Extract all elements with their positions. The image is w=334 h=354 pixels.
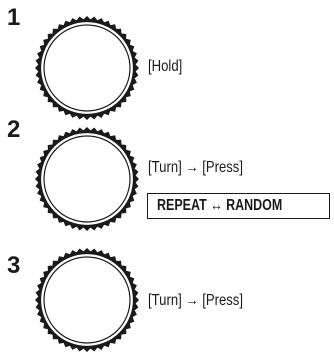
repeat-mode-label: REPEAT: [157, 197, 207, 214]
step-1-instruction: [Hold]: [148, 58, 183, 75]
step-2-number: 2: [7, 116, 21, 143]
mode-toggle-label: REPEAT ↔ RANDOM: [157, 197, 282, 215]
control-dial-icon: [35, 127, 139, 231]
step-2-instruction: [Turn] → [Press]: [148, 159, 244, 176]
dial-face: [39, 252, 135, 348]
step-3-instruction: [Turn] → [Press]: [148, 292, 244, 309]
double-arrow-icon: ↔: [210, 197, 223, 214]
dial-inner-ring: [43, 135, 131, 223]
control-dial-icon: [35, 16, 139, 120]
dial-face: [39, 20, 135, 116]
step-1-number: 1: [7, 4, 21, 31]
step-3-number: 3: [7, 252, 21, 279]
control-dial-icon: [35, 248, 139, 352]
dial-face: [39, 131, 135, 227]
random-mode-label: RANDOM: [226, 197, 283, 214]
dial-inner-ring: [43, 24, 131, 112]
mode-toggle-box: REPEAT ↔ RANDOM: [147, 193, 330, 219]
dial-inner-ring: [43, 256, 131, 344]
